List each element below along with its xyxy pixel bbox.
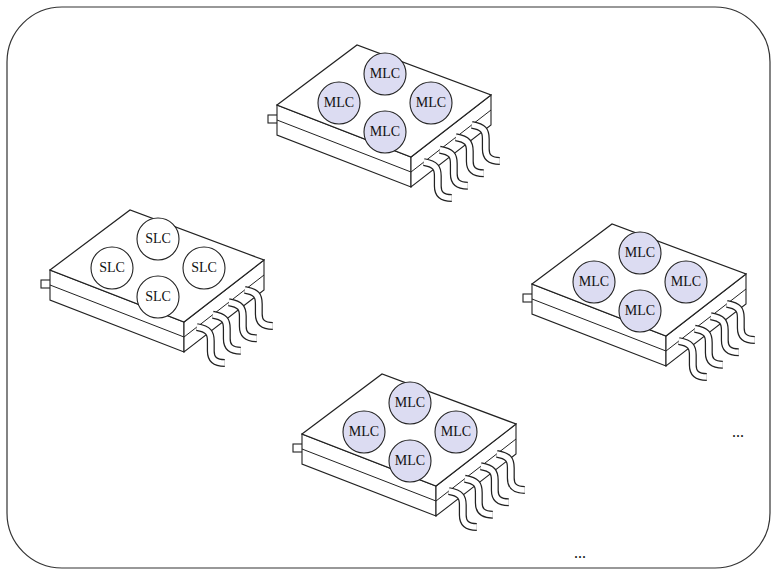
chip-lead [197, 327, 225, 363]
chip-lead [424, 162, 452, 198]
cell-circle-shape [183, 247, 225, 289]
cell-label: MLC [441, 425, 471, 439]
chip-lead [481, 466, 509, 502]
cell-circle: MLC [363, 52, 407, 96]
cell-circle-shape [619, 232, 661, 274]
cell-circle: MLC [434, 410, 478, 454]
chip-lead [424, 162, 452, 198]
cell-circle-shape [318, 82, 360, 124]
cell-circle: SLC [182, 246, 226, 290]
chip-lead [440, 150, 468, 186]
chip-lead [229, 302, 257, 338]
chip-lead [497, 454, 525, 490]
chip-lead [465, 479, 493, 515]
chip-lead [465, 479, 493, 515]
cell-circle-shape [619, 290, 661, 332]
chip-lead [679, 341, 707, 377]
cell-label: MLC [416, 96, 446, 110]
cell-circle: MLC [664, 260, 708, 304]
cell-label: MLC [395, 454, 425, 468]
cell-circle: SLC [136, 217, 180, 261]
cell-circle: MLC [388, 381, 432, 425]
chip-lead [245, 290, 273, 326]
cell-circle: MLC [317, 81, 361, 125]
cell-circle: SLC [136, 275, 180, 319]
chip-lead [497, 454, 525, 490]
chip-package [41, 210, 273, 363]
cell-label: MLC [370, 67, 400, 81]
cell-circle: MLC [388, 439, 432, 483]
chip-lead [679, 341, 707, 377]
chip-lead [449, 491, 477, 527]
cell-circle-shape [573, 261, 615, 303]
cell-circle-shape [343, 411, 385, 453]
chip-lead [472, 125, 500, 161]
cell-circle: MLC [572, 260, 616, 304]
chip-lead [727, 304, 755, 340]
chip-lead [213, 315, 241, 351]
cell-circle-shape [410, 82, 452, 124]
cell-label: SLC [99, 261, 125, 275]
chip-lead [456, 137, 484, 173]
frame [7, 7, 770, 568]
cell-label: MLC [370, 125, 400, 139]
cell-circle-shape [91, 247, 133, 289]
chip-package [523, 224, 755, 377]
cell-circle-shape [665, 261, 707, 303]
chip-lead [213, 315, 241, 351]
cell-circle-shape [364, 53, 406, 95]
cell-label: SLC [145, 232, 171, 246]
cell-label: MLC [625, 304, 655, 318]
chip-lead [456, 137, 484, 173]
chip-lead [229, 302, 257, 338]
chip-lead [711, 316, 739, 352]
cell-circle-shape [389, 440, 431, 482]
chip-lead [472, 125, 500, 161]
cell-label: MLC [579, 275, 609, 289]
cell-label: MLC [671, 275, 701, 289]
cell-circle: MLC [618, 289, 662, 333]
chip-lead [695, 329, 723, 365]
cell-label: MLC [625, 246, 655, 260]
chip-lead [727, 304, 755, 340]
chip-packages [41, 45, 755, 527]
cell-label: MLC [324, 96, 354, 110]
chip-lead [449, 491, 477, 527]
cell-circle: MLC [409, 81, 453, 125]
cell-label: MLC [395, 396, 425, 410]
cell-circle: MLC [342, 410, 386, 454]
chip-lead [197, 327, 225, 363]
cell-circle-shape [137, 218, 179, 260]
cell-label: SLC [145, 290, 171, 304]
chip-package [293, 374, 525, 527]
chip-lead [695, 329, 723, 365]
chip-lead [440, 150, 468, 186]
chip-lead [711, 316, 739, 352]
cell-circle-shape [389, 382, 431, 424]
chip-package [268, 45, 500, 198]
ellipsis-mark: ... [574, 545, 586, 561]
cell-circle-shape [435, 411, 477, 453]
cell-circle: SLC [90, 246, 134, 290]
cell-circle: MLC [363, 110, 407, 154]
cell-circle: MLC [618, 231, 662, 275]
chip-lead [245, 290, 273, 326]
cell-circle-shape [137, 276, 179, 318]
chip-lead [481, 466, 509, 502]
cell-label: SLC [191, 261, 217, 275]
ellipsis-mark: ... [732, 424, 744, 440]
cell-label: MLC [349, 425, 379, 439]
cell-circle-shape [364, 111, 406, 153]
